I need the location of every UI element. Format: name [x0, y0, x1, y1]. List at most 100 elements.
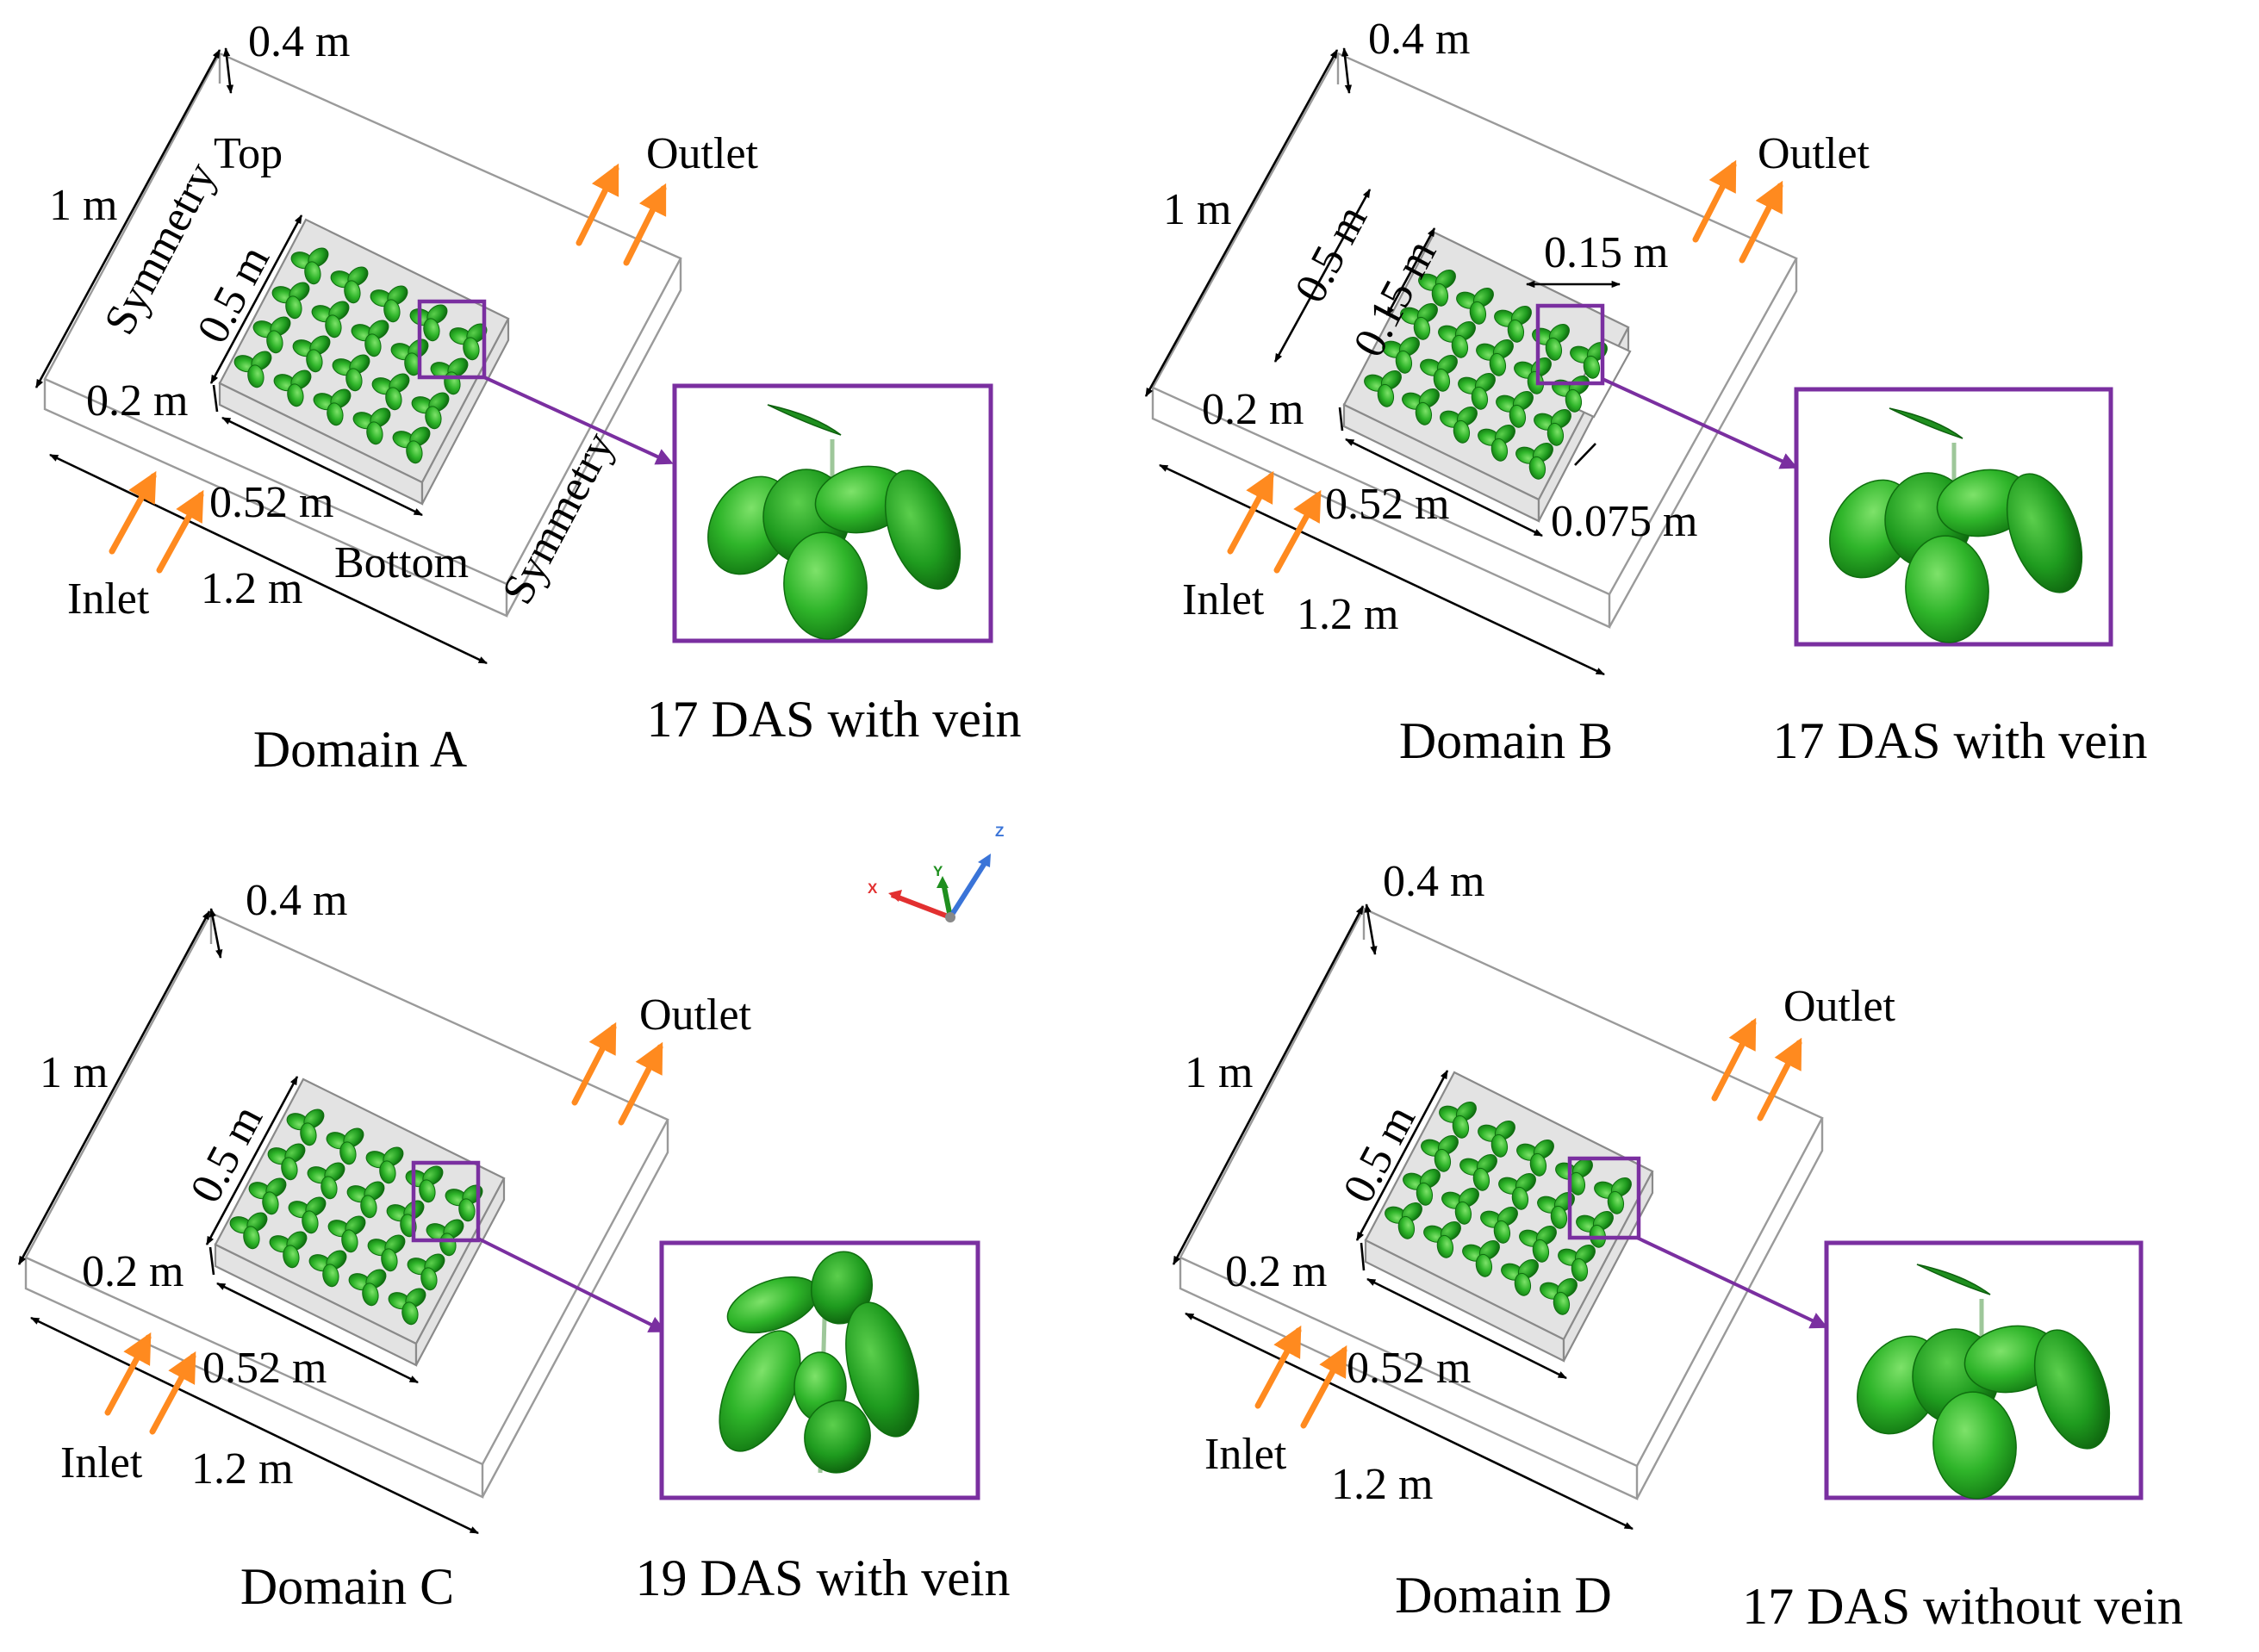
zoom-box	[417, 299, 487, 380]
leaf	[1490, 1133, 1509, 1158]
seedling	[1456, 288, 1494, 325]
seedling	[1519, 1226, 1557, 1263]
dim-canopy-label: 0.5 m	[1285, 197, 1377, 310]
leaf	[1433, 368, 1451, 392]
dim-bed-width-label: 0.52 m	[1347, 1344, 1471, 1393]
seedling	[1480, 1207, 1518, 1244]
seedling	[1594, 1177, 1632, 1214]
seedling	[1494, 306, 1532, 343]
leaf	[458, 1198, 476, 1222]
leaf	[1511, 1186, 1529, 1210]
outlet-label: Outlet	[1758, 129, 1870, 178]
dim-length-label: 1.2 m	[1297, 590, 1398, 639]
inlet-label: Inlet	[1182, 575, 1265, 624]
dim-bed-height-label: 0.2 m	[1202, 385, 1304, 434]
seedling	[351, 320, 389, 357]
leaf	[1565, 388, 1583, 413]
cotyledon	[1889, 407, 1963, 439]
bottom-label: Bottom	[334, 538, 469, 587]
x-axis-label: X	[868, 880, 878, 897]
leaf	[1489, 352, 1507, 376]
leaf	[344, 280, 361, 304]
seedling	[370, 285, 408, 323]
cotyledon	[767, 404, 842, 436]
leaf	[383, 299, 401, 323]
leaf	[1607, 1190, 1625, 1214]
leaf	[1475, 1253, 1493, 1277]
leaf	[302, 1210, 319, 1234]
panel-domain-a: 0.4 m 1 m Top Symmetry 0.5 m 0.2 m 0.52 …	[34, 17, 1022, 778]
zoom-pointer	[1602, 377, 1798, 469]
dim-bed-width-label: 0.52 m	[209, 478, 333, 527]
plant-closeup	[707, 404, 961, 640]
leaf	[1571, 1258, 1589, 1282]
seedling	[1364, 370, 1402, 407]
leaf	[1471, 386, 1489, 410]
zoom-pointer	[477, 1237, 667, 1332]
seedling	[1476, 339, 1514, 376]
zoom-box	[1567, 1156, 1641, 1240]
leaf	[339, 1141, 357, 1165]
inlet-label: Inlet	[67, 574, 150, 624]
dim-height-label: 0.4 m	[1383, 857, 1484, 906]
zoom-box	[1535, 303, 1605, 386]
dim-bed-width-label: 0.52 m	[202, 1344, 327, 1393]
leaf	[304, 261, 321, 285]
seedling	[308, 1250, 347, 1288]
leaf	[811, 1251, 873, 1325]
dim-depth-label: 1 m	[40, 1048, 108, 1097]
leaf	[1452, 1115, 1470, 1139]
dimension-lines	[1144, 47, 1621, 676]
dim-depth-label: 1 m	[1185, 1048, 1253, 1097]
outlet-label: Outlet	[639, 991, 752, 1040]
inset-caption: 17 DAS with vein	[1773, 712, 2148, 769]
z-axis-label: Z	[995, 823, 1004, 840]
zoom-pointer	[483, 376, 674, 465]
leaf	[719, 1330, 801, 1452]
seedling	[365, 1146, 404, 1184]
dim-length-label: 1.2 m	[201, 564, 302, 613]
seedling	[411, 392, 450, 430]
dim-bed-height-label: 0.2 m	[1225, 1247, 1327, 1296]
leaf	[1550, 1205, 1568, 1229]
plant-closeup	[1857, 1264, 2111, 1500]
panel-domain-c: 0.4 m 1 m 0.5 m 0.2 m 0.52 m Inlet 1.2 m…	[17, 876, 1011, 1615]
seedling	[1478, 1121, 1515, 1158]
leaf	[425, 406, 442, 430]
leaf	[1415, 401, 1433, 425]
dim-depth-label: 1 m	[49, 181, 117, 230]
seedling	[326, 1127, 364, 1165]
seedling	[1516, 1140, 1554, 1177]
seedling	[1555, 1158, 1593, 1196]
dim-height-label: 0.4 m	[248, 17, 350, 66]
panel-domain-d: 0.4 m 1 m 0.5 m 0.2 m 0.52 m Inlet 1.2 m…	[1172, 857, 2183, 1635]
dim-gap-width-label: 0.15 m	[1544, 228, 1668, 277]
leaf	[345, 368, 363, 392]
y-axis-arrow	[941, 882, 953, 918]
dim-bed-width-label: 0.52 m	[1325, 480, 1449, 529]
seedling	[1558, 1245, 1596, 1282]
seedling	[1440, 407, 1478, 444]
seedling	[1402, 388, 1440, 425]
flow-arrows	[109, 163, 667, 574]
seedling	[367, 1234, 406, 1272]
leaf	[420, 1267, 438, 1291]
seedling	[1496, 391, 1534, 428]
dim-offset-label: 0.075 m	[1551, 497, 1697, 546]
seedling	[405, 1165, 444, 1203]
leaf	[845, 1301, 919, 1438]
leaf	[423, 318, 440, 342]
leaf	[287, 383, 304, 407]
leaf	[1469, 301, 1487, 325]
leaf	[1377, 383, 1395, 407]
symmetry-right-label: Symmetry	[493, 425, 624, 612]
leaf	[385, 387, 402, 411]
leaf	[325, 314, 342, 338]
leaf	[1529, 1152, 1547, 1177]
zoom-box	[411, 1160, 481, 1243]
dim-length-label: 1.2 m	[1331, 1460, 1433, 1509]
leaf	[1413, 316, 1431, 340]
seedling	[1462, 1240, 1500, 1277]
leaf	[1932, 1391, 2017, 1500]
